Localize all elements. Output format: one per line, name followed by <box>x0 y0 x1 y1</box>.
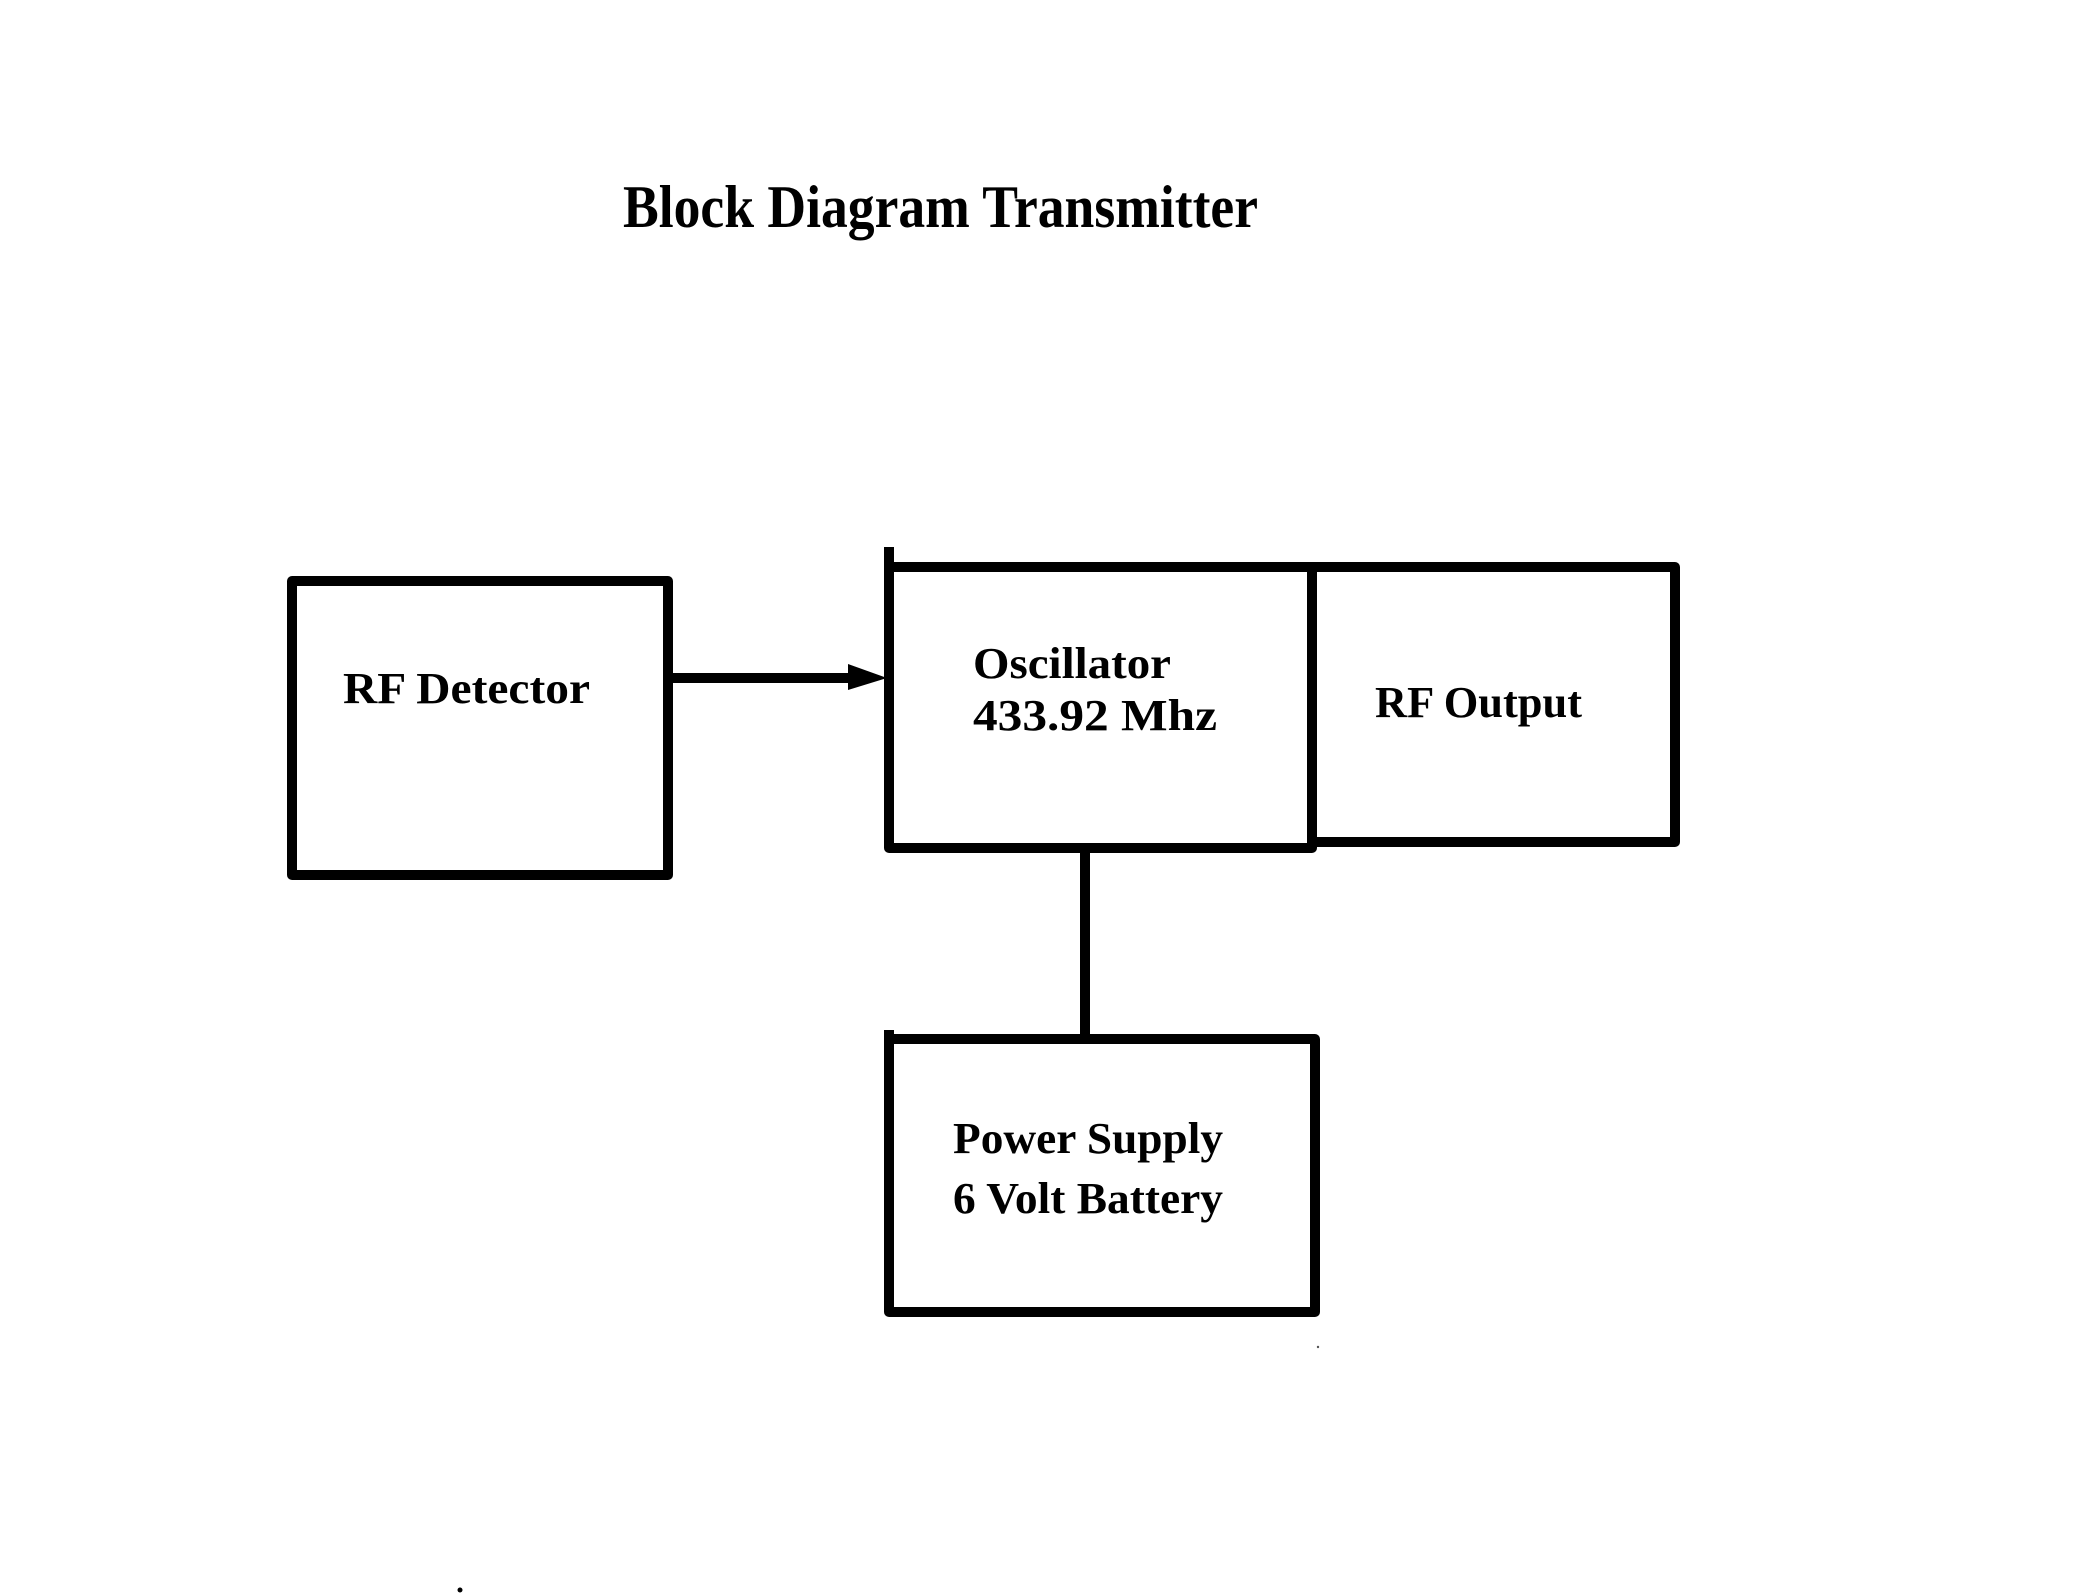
rf-detector-box <box>287 576 673 880</box>
arrow-detector-to-oscillator <box>668 664 887 690</box>
block-rf-output: RF Output <box>1307 562 1680 847</box>
block-rf-detector: RF Detector <box>287 576 673 880</box>
rf-detector-label: RF Detector <box>343 664 590 713</box>
power-supply-label: Power Supply <box>953 1114 1223 1163</box>
rf-output-box <box>1307 562 1680 847</box>
block-power-supply: Power Supply 6 Volt Battery <box>884 1030 1320 1317</box>
oscillator-frequency: 433.92 Mhz <box>973 691 1217 740</box>
arrowhead-icon <box>848 664 887 690</box>
oscillator-label: Oscillator <box>973 639 1171 688</box>
block-oscillator: Oscillator 433.92 Mhz <box>884 547 1317 853</box>
power-supply-battery: 6 Volt Battery <box>953 1174 1223 1223</box>
power-supply-box <box>884 1034 1320 1317</box>
rf-output-label: RF Output <box>1375 678 1582 727</box>
diagram-title: Block Diagram Transmitter <box>623 174 1258 240</box>
scan-speck <box>1316 1345 1320 1349</box>
scan-speck <box>457 1587 463 1593</box>
